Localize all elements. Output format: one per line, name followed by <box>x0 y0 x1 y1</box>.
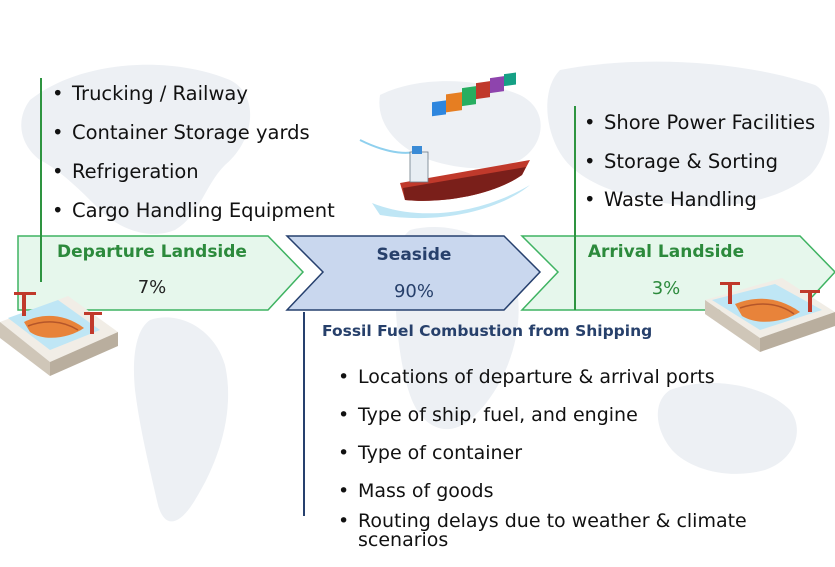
list-item: Storage & Sorting <box>576 143 815 182</box>
list-item: Routing delays due to weather & climate … <box>330 510 798 550</box>
seaside-items-list: Locations of departure & arrival ports T… <box>330 358 798 550</box>
list-item: Type of container <box>330 434 798 472</box>
list-item: Waste Handling <box>576 181 815 220</box>
seaside-subtitle: Fossil Fuel Combustion from Shipping <box>322 322 653 340</box>
seaside-guide-line <box>303 312 305 516</box>
departure-percent: 7% <box>137 277 167 298</box>
departure-guide-line <box>40 78 42 282</box>
arrival-guide-line <box>574 106 576 310</box>
list-item: Type of ship, fuel, and engine <box>330 396 798 434</box>
departure-chevron <box>17 235 305 311</box>
port-dock-icon <box>0 292 118 376</box>
departure-items-list: Trucking / Railway Container Storage yar… <box>44 74 335 230</box>
departure-title: Departure Landside <box>57 242 247 262</box>
list-item: Refrigeration <box>44 152 335 191</box>
port-dock-icon <box>705 278 835 352</box>
arrival-title: Arrival Landside <box>587 242 745 262</box>
arrival-percent: 3% <box>651 278 681 299</box>
list-item: Cargo Handling Equipment <box>44 191 335 230</box>
seaside-chevron <box>285 235 542 311</box>
cargo-ship-icon <box>359 72 530 219</box>
list-item: Locations of departure & arrival ports <box>330 358 798 396</box>
list-item: Container Storage yards <box>44 113 335 152</box>
seaside-title: Seaside <box>376 245 452 265</box>
list-item: Mass of goods <box>330 472 798 510</box>
arrival-items-list: Shore Power Facilities Storage & Sorting… <box>576 104 815 220</box>
seaside-percent: 90% <box>393 281 434 302</box>
list-item: Shore Power Facilities <box>576 104 815 143</box>
list-item: Trucking / Railway <box>44 74 335 113</box>
